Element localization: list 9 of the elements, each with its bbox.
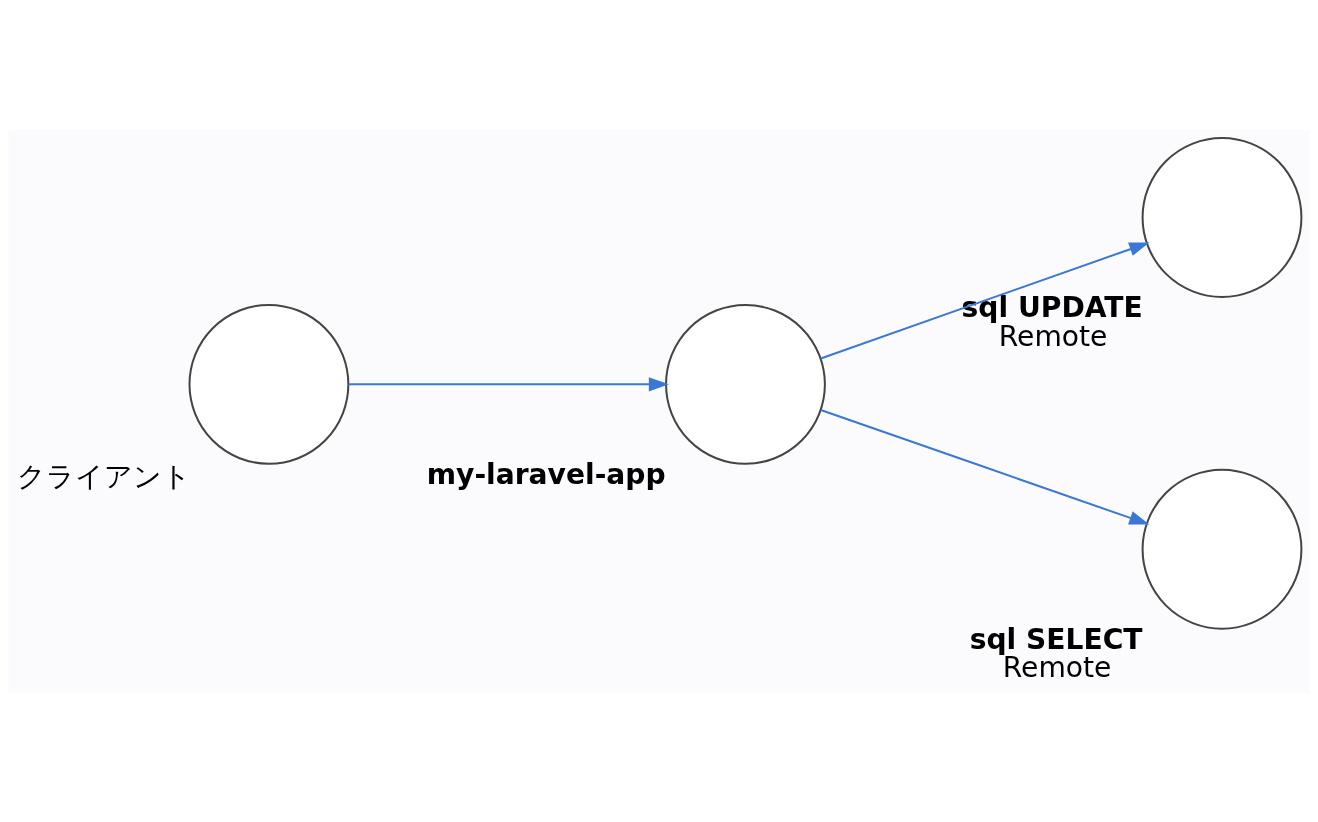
arrow — [348, 376, 669, 391]
node-circle — [188, 303, 350, 465]
arrow — [820, 408, 1150, 525]
node-label: クライアント — [16, 459, 191, 493]
node-circle — [665, 303, 826, 465]
node-circle — [1141, 136, 1303, 298]
node-label: my-laravel-app — [426, 457, 666, 491]
node-circle — [1141, 468, 1303, 630]
arrow — [820, 241, 1150, 359]
